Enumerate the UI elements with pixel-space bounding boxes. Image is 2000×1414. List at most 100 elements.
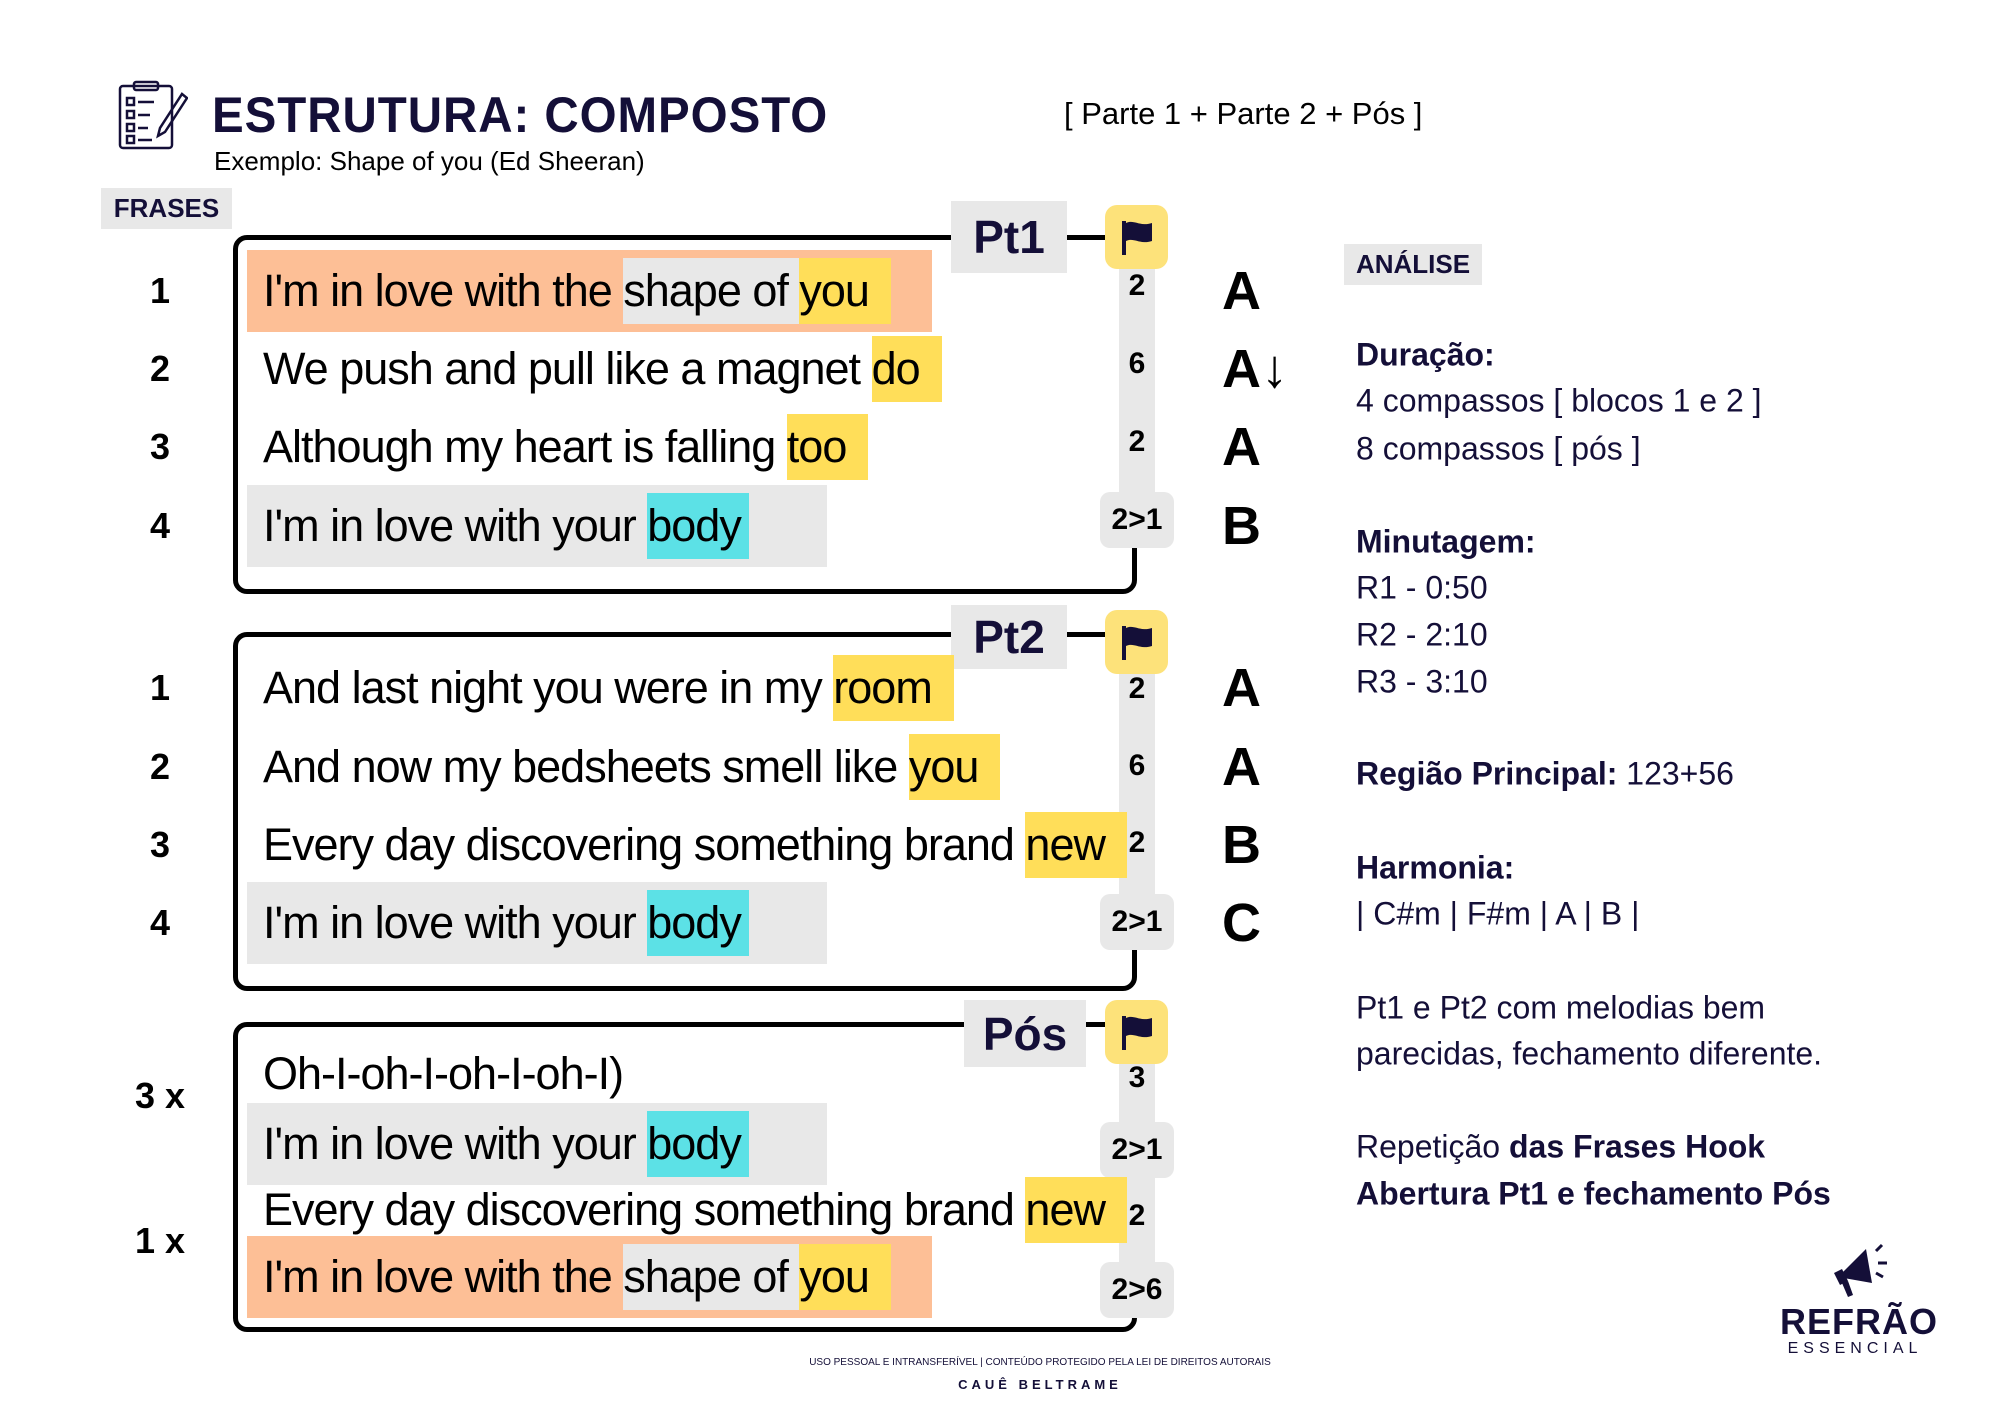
analysis-line: Região Principal: 123+56: [1356, 756, 1734, 793]
highlight-yellow: room: [833, 655, 954, 721]
highlight-cyan: body: [647, 493, 749, 559]
phrase-number: 4: [149, 902, 171, 943]
brand-logo: REFRÃO ESSENCIAL: [1780, 1243, 1938, 1358]
analysis-text: R2 - 2:10: [1356, 616, 1488, 653]
phrase-letter: B: [1222, 815, 1261, 875]
lyric-text: Every day discovering something brand: [263, 1184, 1026, 1235]
lyric-text: I'm in love with your: [263, 500, 648, 551]
analysis-heading: das Frases Hook: [1508, 1128, 1766, 1165]
analysis-line: | C#m | F#m | A | B |: [1356, 896, 1639, 933]
section-label: Pt1: [951, 201, 1067, 273]
frases-label: FRASES: [101, 188, 232, 229]
page-title: ESTRUTURA: COMPOSTO: [212, 87, 829, 143]
highlight-yellow: you: [799, 258, 891, 324]
highlight-yellow: new: [1025, 1177, 1127, 1243]
lyric-text: We push and pull like a magnet: [263, 343, 872, 394]
lyric-row: Every day discovering something brand ne…: [247, 804, 1127, 886]
lyric-text: I'm in love with your: [263, 897, 648, 948]
analysis-line: Duração:: [1356, 337, 1495, 374]
checklist-icon: [116, 80, 189, 152]
lyric-text: I'm in love with your: [263, 1118, 648, 1169]
bar-count: 2>1: [1100, 894, 1174, 950]
analysis-text: R1 - 0:50: [1356, 569, 1488, 606]
phrase-letter: B: [1222, 496, 1261, 556]
lyric-text: Every day discovering something brand: [263, 819, 1026, 870]
analysis-line: R3 - 3:10: [1356, 664, 1488, 701]
phrase-number: 2: [149, 746, 171, 787]
lyric-row: Although my heart is falling too: [247, 406, 869, 488]
lyric-text: I'm in love with the: [263, 1251, 624, 1302]
analysis-text: 123+56: [1617, 755, 1734, 792]
phrase-letter: A: [1222, 417, 1261, 477]
lyric-text: And now my bedsheets smell like: [263, 741, 909, 792]
highlight-yellow: you: [908, 734, 1001, 800]
lyric-row: We push and pull like a magnet do: [247, 328, 942, 410]
section-label: Pt2: [951, 605, 1067, 669]
analysis-line: Abertura Pt1 e fechamento Pós: [1356, 1176, 1831, 1213]
megaphone-icon: [1780, 1243, 1930, 1304]
phrase-letter: A: [1222, 261, 1261, 321]
logo-tagline: ESSENCIAL: [1787, 1340, 1923, 1357]
bar-count: 2>1: [1100, 492, 1174, 548]
analysis-text: 4 compassos [ blocos 1 e 2 ]: [1356, 382, 1762, 419]
flag-icon: [1105, 1000, 1168, 1064]
lyric-row: Oh-I-oh-I-oh-I-oh-I): [247, 1033, 624, 1115]
analysis-text: Pt1 e Pt2 com melodias bem: [1356, 989, 1766, 1026]
lyric-row: I'm in love with the shape of you: [247, 250, 932, 332]
analysis-text: R3 - 3:10: [1356, 663, 1488, 700]
analysis-heading: Minutagem:: [1356, 523, 1536, 560]
phrase-letter: A: [1222, 658, 1261, 718]
bar-count: 3: [1128, 1061, 1146, 1094]
repeat-count: 1 x: [134, 1220, 186, 1261]
phrase-number: 3: [149, 426, 171, 467]
highlight-yellow: you: [799, 1244, 891, 1310]
connector-line: [1067, 632, 1105, 637]
bar-count: 2: [1128, 826, 1146, 859]
lyric-row: I'm in love with the shape of you: [247, 1236, 932, 1318]
lyric-row: And last night you were in my room: [247, 647, 954, 729]
lyric-text: Oh-I-oh-I-oh-I-oh-I): [263, 1048, 624, 1099]
lyric-text: I'm in love with the: [263, 265, 624, 316]
phrase-number: 1: [149, 270, 171, 311]
analysis-text: 8 compassos [ pós ]: [1356, 430, 1641, 467]
highlight-grey: shape of: [623, 1244, 800, 1310]
analysis-line: Pt1 e Pt2 com melodias bem: [1356, 990, 1765, 1027]
analysis-text: parecidas, fechamento diferente.: [1356, 1035, 1823, 1072]
count-track: [1119, 245, 1155, 520]
analysis-line: Harmonia:: [1356, 850, 1514, 887]
analysis-line: parecidas, fechamento diferente.: [1356, 1036, 1822, 1073]
lyric-text: Although my heart is falling: [263, 421, 787, 472]
bar-count: 2>1: [1100, 1122, 1174, 1178]
highlight-cyan: body: [647, 1111, 749, 1177]
footer-author: CAUÊ BELTRAME: [958, 1377, 1122, 1392]
subtitle: Exemplo: Shape of you (Ed Sheeran): [214, 146, 645, 176]
phrase-letter: C: [1222, 893, 1261, 953]
phrase-letter: A↓: [1222, 339, 1288, 399]
repeat-count: 3 x: [134, 1075, 186, 1116]
highlight-yellow: do: [871, 336, 942, 402]
highlight-yellow: too: [786, 414, 869, 480]
analysis-line: R1 - 0:50: [1356, 570, 1488, 607]
analysis-heading: Abertura Pt1 e fechamento Pós: [1356, 1175, 1831, 1212]
analysis-line: Minutagem:: [1356, 524, 1536, 561]
phrase-number: 2: [149, 348, 171, 389]
lyric-text: And last night you were in my: [263, 662, 834, 713]
flag-icon: [1105, 205, 1168, 269]
bar-count: 2: [1128, 1199, 1146, 1232]
section-label: Pós: [964, 1000, 1086, 1067]
analysis-line: R2 - 2:10: [1356, 617, 1488, 654]
logo-name: REFRÃO: [1780, 1301, 1938, 1342]
analysis-text: Repetição: [1356, 1128, 1509, 1165]
lyric-row: I'm in love with your body: [247, 882, 827, 964]
bar-count: 6: [1128, 749, 1146, 782]
bar-count: 2: [1128, 425, 1146, 458]
analysis-heading: Harmonia:: [1356, 849, 1515, 886]
structure-formula: [ Parte 1 + Parte 2 + Pós ]: [1064, 96, 1423, 131]
bar-count: 6: [1128, 347, 1146, 380]
phrase-number: 1: [149, 667, 171, 708]
analysis-line: Repetição das Frases Hook: [1356, 1129, 1765, 1166]
highlight-grey: shape of: [623, 258, 800, 324]
bar-count: 2>6: [1100, 1262, 1174, 1318]
bar-count: 2: [1128, 269, 1146, 302]
analysis-heading: Região Principal:: [1356, 755, 1618, 792]
